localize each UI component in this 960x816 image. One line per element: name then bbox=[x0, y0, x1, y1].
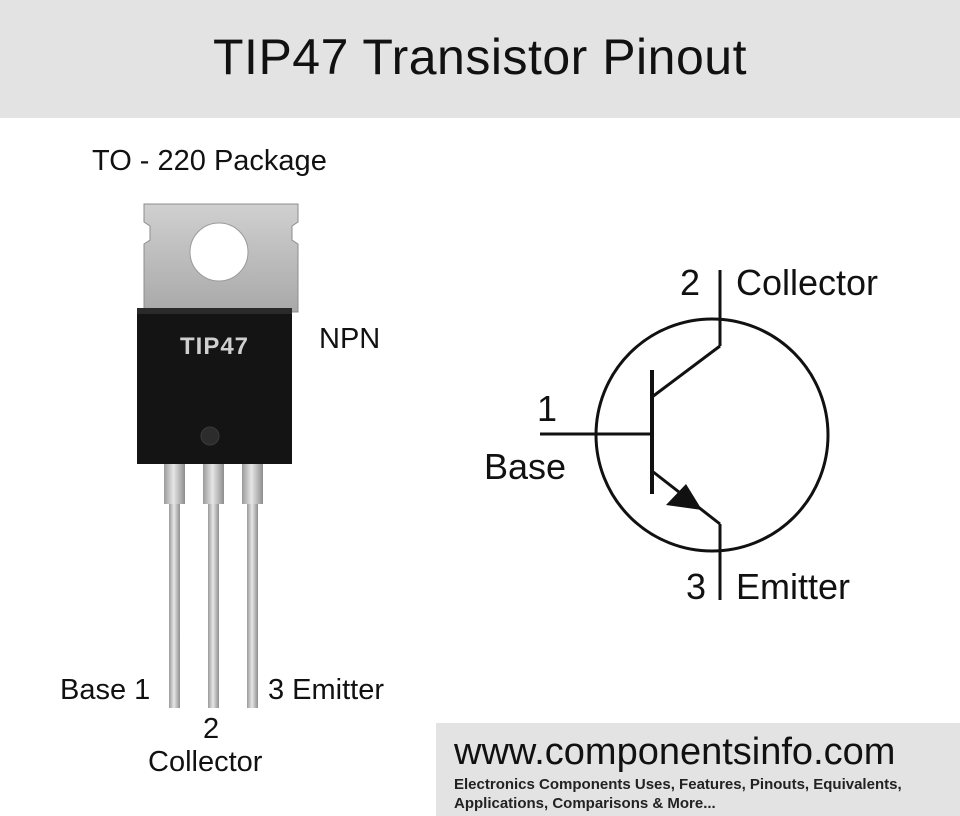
transistor-type-label: NPN bbox=[319, 323, 381, 355]
footer-banner: www.componentsinfo.com Electronics Compo… bbox=[436, 723, 960, 816]
package-label: TO - 220 Package bbox=[92, 145, 327, 177]
page-title: TIP47 Transistor Pinout bbox=[213, 29, 747, 85]
emitter-arrow bbox=[666, 484, 702, 510]
collector-name: Collector bbox=[736, 262, 879, 303]
pin2-number-label: 2 bbox=[203, 713, 220, 745]
tagline: Electronics Components Uses, Features, P… bbox=[454, 775, 954, 813]
pin1-label: Base 1 bbox=[60, 674, 151, 706]
emitter-number: 3 bbox=[686, 566, 707, 607]
website-link[interactable]: www.componentsinfo.com bbox=[454, 731, 896, 773]
base-number: 1 bbox=[537, 388, 558, 429]
base-name: Base bbox=[484, 446, 567, 487]
mounting-hole bbox=[189, 222, 249, 282]
leads bbox=[164, 464, 263, 708]
pin2-name-label: Collector bbox=[148, 746, 263, 778]
tagline-line2: Applications, Comparisons & More... bbox=[454, 795, 716, 812]
collector-diagonal bbox=[651, 344, 721, 399]
pin3-label: 3 Emitter bbox=[268, 674, 385, 706]
header-bar bbox=[0, 0, 960, 118]
part-marking: TIP47 bbox=[180, 333, 250, 360]
emitter-name: Emitter bbox=[736, 566, 851, 607]
logo-mark bbox=[200, 426, 220, 446]
tagline-line1: Electronics Components Uses, Features, P… bbox=[454, 776, 902, 793]
collector-number: 2 bbox=[680, 262, 701, 303]
